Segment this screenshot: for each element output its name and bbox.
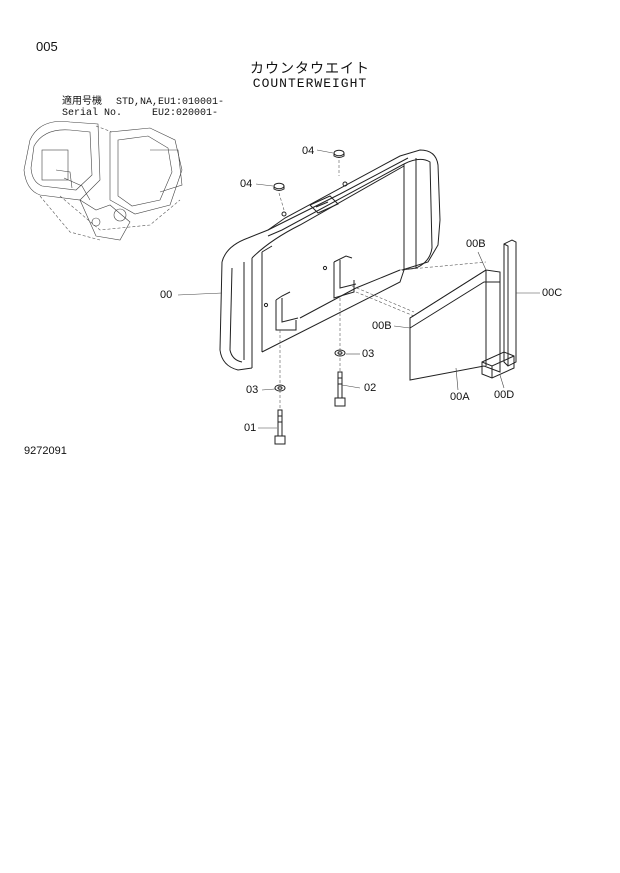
callout-03-left: 03 [246,384,259,396]
weight-bar-and-block [481,239,517,379]
excavator-overview-thumbnail [23,121,183,241]
callout-00B-left: 00B [372,320,392,332]
assembly-centerlines [278,160,341,410]
title-japanese: カウンタウエイト [250,60,370,76]
callout-00A: 00A [450,391,470,403]
washers-04 [273,149,345,191]
title-english: COUNTERWEIGHT [252,76,368,91]
callout-02: 02 [364,382,377,394]
counterweight-body [219,149,487,371]
callout-00C: 00C [542,287,563,299]
serial-label-jp: 適用号機 [62,97,102,108]
serial-eu2-line: EU2:020001- [152,108,219,119]
drawing-number: 9272091 [24,445,67,457]
callout-00B-top: 00B [466,238,486,250]
callout-04-left: 04 [240,178,253,190]
bolt-01 [274,409,286,445]
serial-label-en: Serial No. [62,108,123,119]
callout-04-top: 04 [302,145,315,157]
leader-lines [177,149,540,429]
page-number: 005 [36,39,58,54]
bolt-02 [334,371,346,407]
washers-03 [274,349,346,392]
callout-00D: 00D [494,389,515,401]
serial-std-line: STD,NA,EU1:010001- [116,97,225,108]
callout-03-right: 03 [362,348,375,360]
callout-00: 00 [160,289,173,301]
callout-01: 01 [244,422,257,434]
